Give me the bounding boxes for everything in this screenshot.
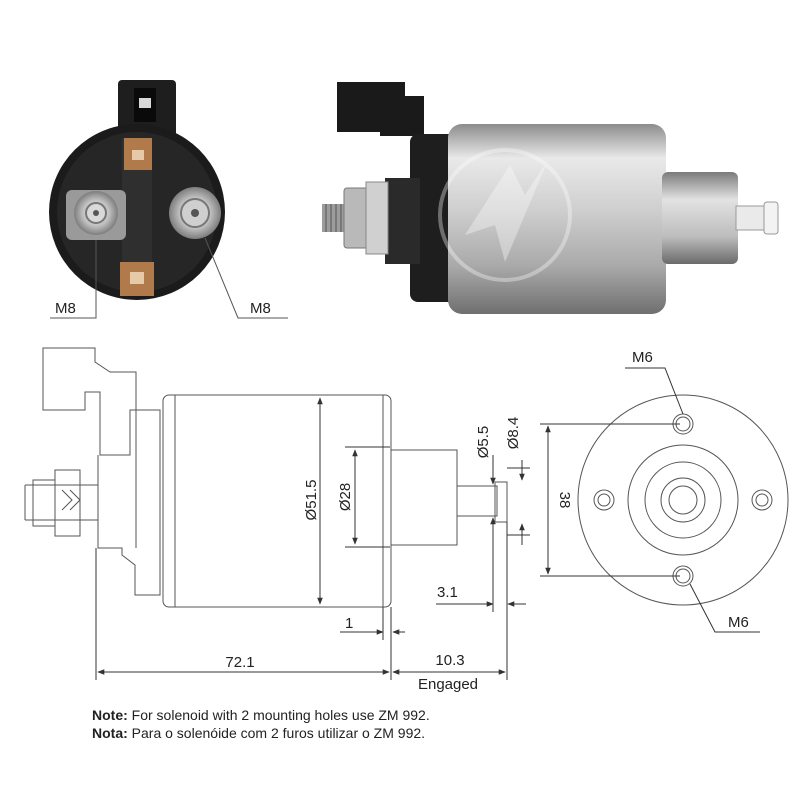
boss-diameter-label: Ø28 (337, 483, 354, 511)
plunger-tip (735, 205, 767, 231)
body-diameter-label: Ø51.5 (303, 480, 320, 521)
note-portuguese-prefix: Nota: (92, 725, 128, 741)
gap-label: 1 (345, 615, 353, 632)
stroke-label: 10.3 (435, 652, 464, 669)
note-portuguese: Nota: Para o solenóide com 2 furos utili… (92, 724, 425, 742)
note-english: Note: For solenoid with 2 mounting holes… (92, 706, 430, 724)
rear-view-photo: M8 M8 (49, 80, 288, 319)
hole-spacing-label: 38 (556, 492, 573, 509)
front-boss (662, 172, 738, 264)
front-view-drawing (577, 394, 789, 606)
top-hole-label: M6 (632, 349, 653, 366)
body-length-label: 72.1 (225, 654, 254, 671)
side-outline-drawing (24, 347, 508, 608)
stroke-state-label: Engaged (418, 676, 478, 693)
tip-diameter-label: Ø8.4 (505, 417, 522, 450)
right-thread-label: M8 (250, 300, 271, 317)
solenoid-body (448, 124, 666, 314)
side-view-photo (322, 82, 779, 314)
note-english-text: For solenoid with 2 mounting holes use Z… (127, 707, 430, 723)
tip-length-label: 3.1 (437, 584, 458, 601)
plunger-diameter-label: Ø5.5 (475, 426, 492, 459)
brand-watermark (438, 148, 572, 282)
note-english-prefix: Note: (92, 707, 128, 723)
right-terminal-stud (169, 187, 221, 239)
note-portuguese-text: Para o solenóide com 2 furos utilizar o … (127, 725, 426, 741)
dimension-lines (95, 367, 760, 680)
left-thread-label: M8 (55, 300, 76, 317)
bottom-hole-label: M6 (728, 614, 749, 631)
left-terminal-stud (66, 190, 126, 240)
